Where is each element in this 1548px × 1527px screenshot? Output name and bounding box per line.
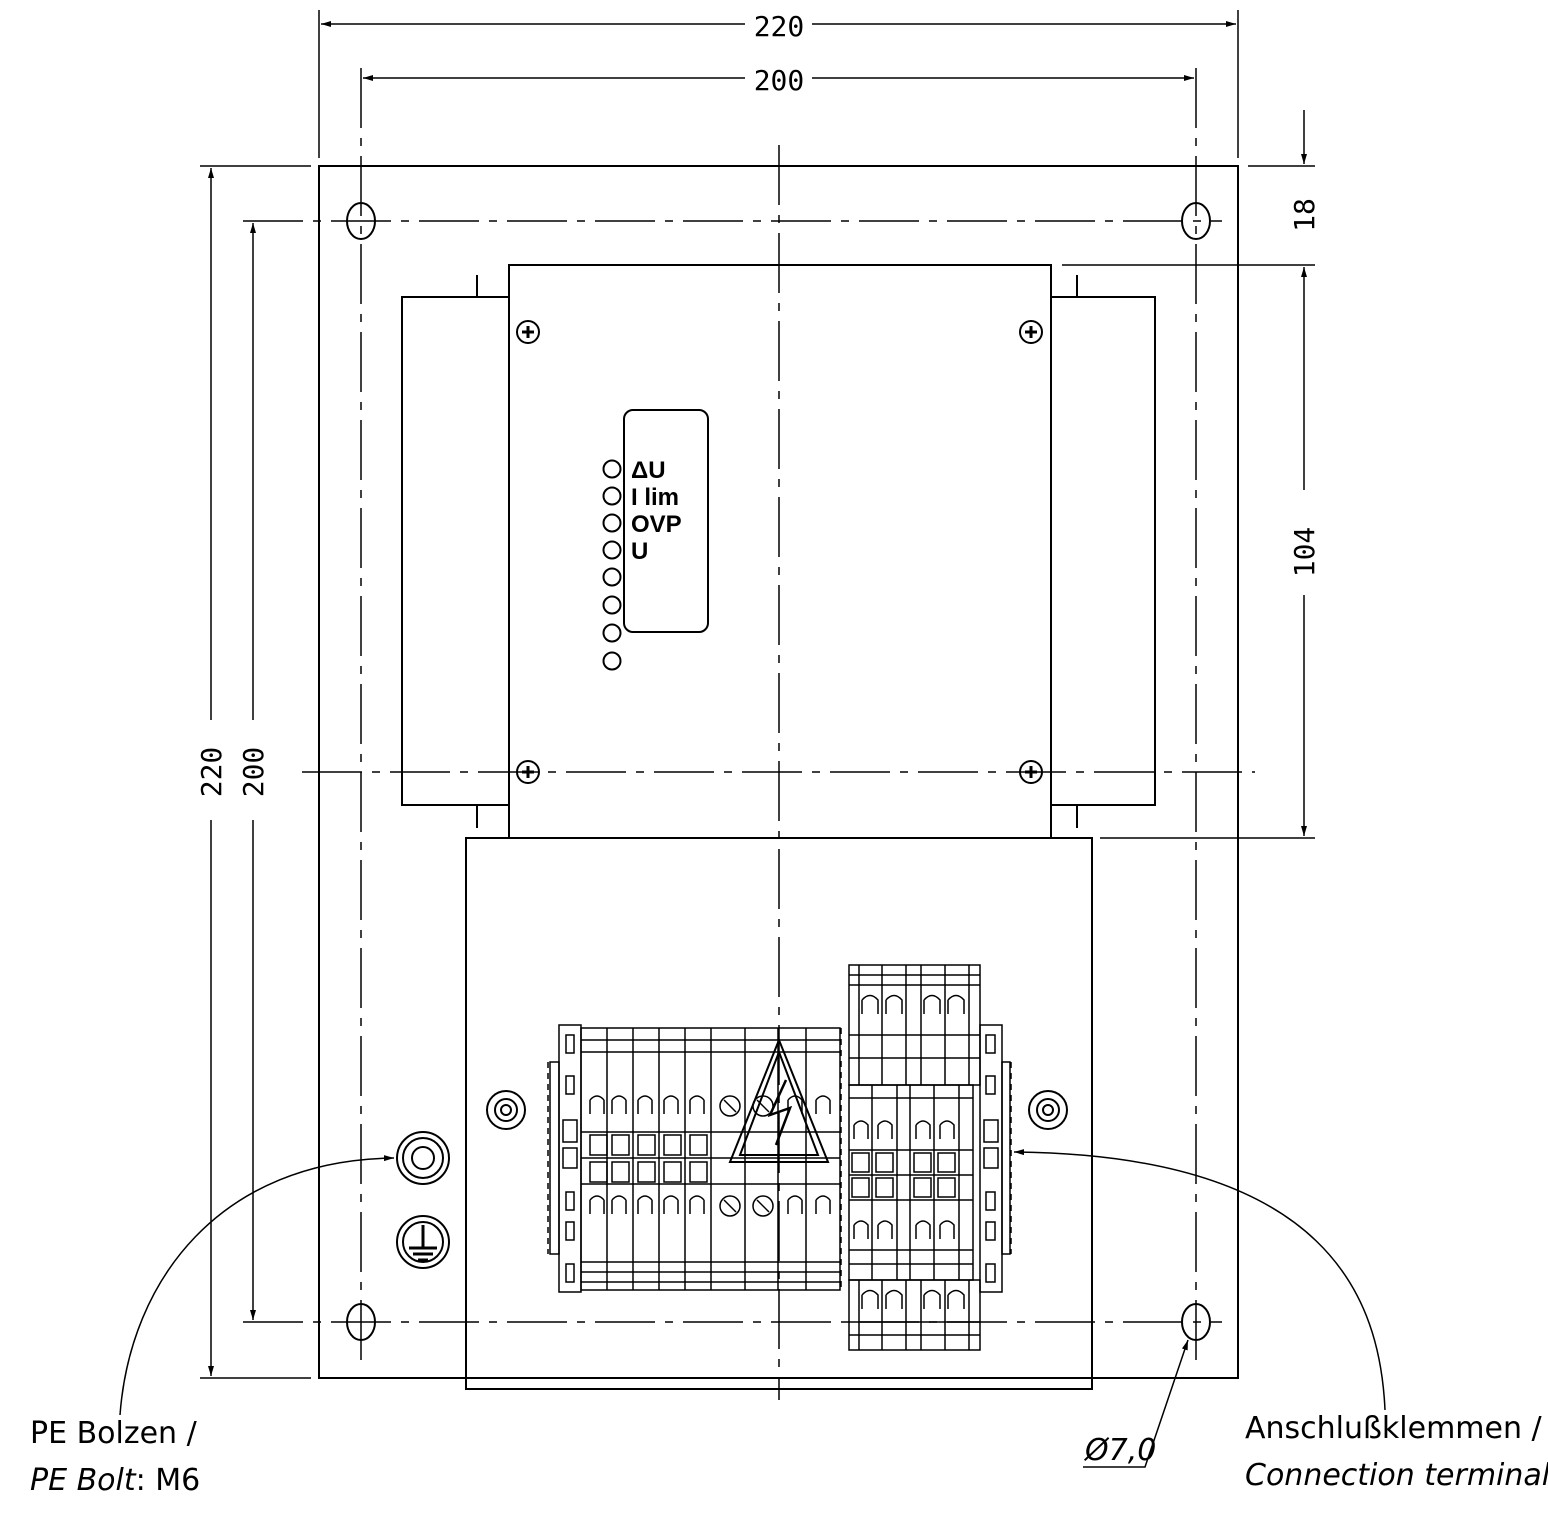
pe-bolt-label-de: PE Bolzen /: [30, 1416, 198, 1451]
pe-bolt-spec: : M6: [136, 1463, 201, 1498]
dim-module-height: 104: [1288, 527, 1321, 578]
dimension-lines: [200, 10, 1315, 1379]
ground-symbol-icon: [396, 1215, 450, 1269]
pe-bolt: [396, 1131, 450, 1185]
module-screws: [516, 320, 1043, 784]
led-indicators: [602, 459, 622, 671]
high-voltage-warning-icon: [728, 1037, 830, 1163]
terminal-block-strip: [547, 1024, 842, 1293]
led-label-i-lim: I lim: [631, 484, 679, 511]
dim-outer-height: 220: [195, 747, 228, 798]
module-left-wing: [401, 296, 510, 806]
mounting-holes: [346, 202, 1211, 1341]
leader-lines: [119, 1149, 1386, 1468]
led-label-ovp: OVP: [631, 511, 682, 538]
dim-inner-width: 200: [754, 64, 805, 97]
led-label-u: U: [631, 538, 648, 565]
pe-bolt-label-en: PE Bolt: [30, 1463, 137, 1498]
terminals-label-de: Anschlußklemmen /: [1245, 1411, 1543, 1446]
led-label-delta-u: ΔU: [631, 457, 666, 484]
dim-inner-height: 200: [237, 747, 270, 798]
led-label-panel: [623, 409, 709, 633]
terminal-block-strip-right: [848, 964, 1012, 1351]
terminals-label-en: Connection terminals: [1245, 1458, 1548, 1493]
dim-top-offset: 18: [1288, 198, 1321, 232]
dim-outer-width: 220: [754, 10, 805, 43]
terminal-housing: [465, 837, 1093, 1390]
module-right-wing: [1050, 296, 1156, 806]
housing-screws: [486, 1090, 1068, 1130]
hole-diameter-label: Ø7,0: [1083, 1433, 1156, 1468]
power-module-body: [508, 264, 1052, 839]
pe-bolt-label-en-line: PE Bolt: M6: [30, 1463, 200, 1498]
